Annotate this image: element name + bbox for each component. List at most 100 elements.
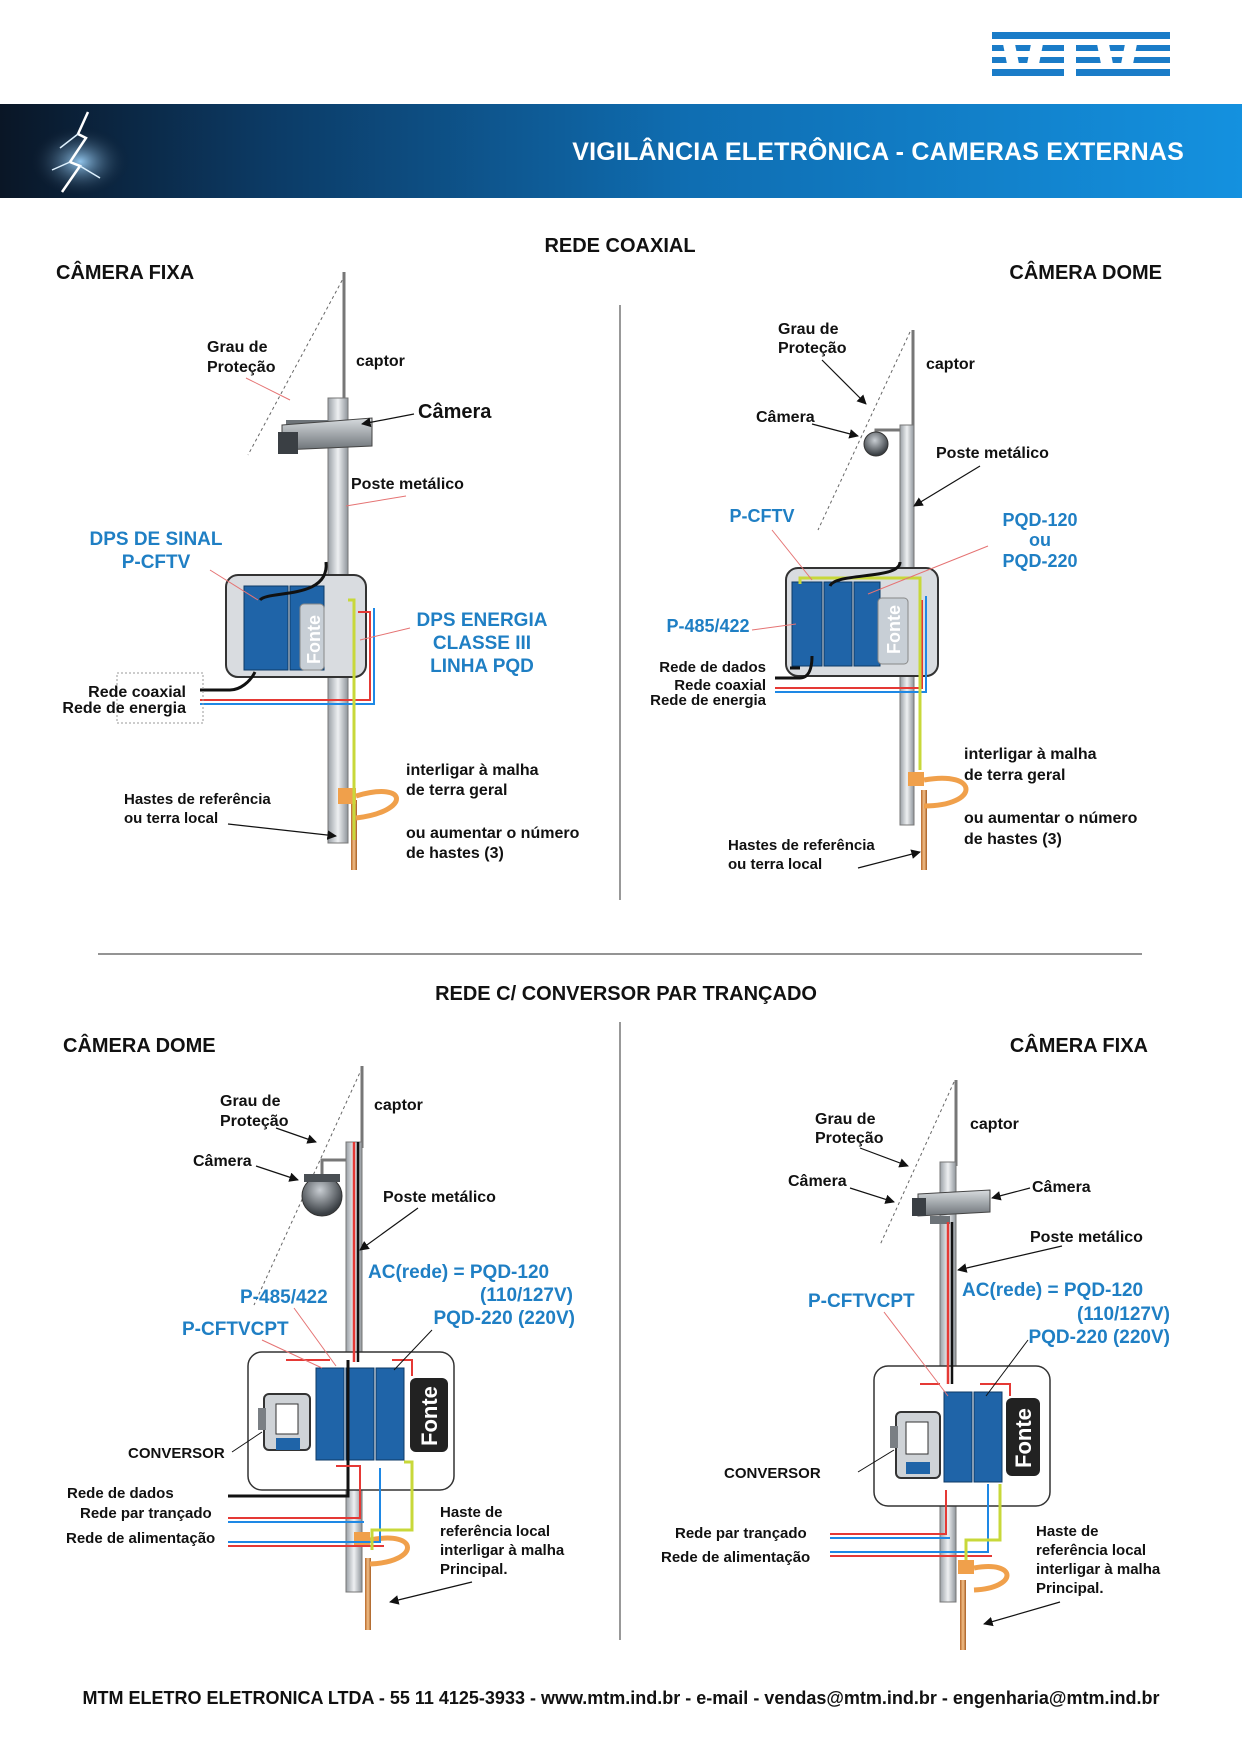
- label-ac-1: AC(rede) = PQD-120: [368, 1262, 549, 1283]
- fonte-label: Fonte: [1011, 1408, 1036, 1468]
- heading-camera-dome: CÂMERA DOME: [1009, 260, 1162, 284]
- fonte-label: Fonte: [884, 605, 904, 654]
- label-ac-1: AC(rede) = PQD-120: [962, 1280, 1143, 1301]
- label-rede-coaxial: Rede coaxial: [674, 677, 766, 694]
- wire-ground: [964, 1484, 1002, 1560]
- pointer-conversor: [231, 1431, 263, 1453]
- pointer-poste: [345, 495, 407, 507]
- pointer-camera-left: [849, 1187, 895, 1204]
- label-camera: Câmera: [193, 1153, 252, 1170]
- ground-clamp: [338, 788, 356, 804]
- label-interligar-2: de terra geral: [964, 767, 1065, 784]
- wire-par-red: [228, 1465, 361, 1519]
- wire-ground: [798, 576, 922, 770]
- label-grau-1: Grau de: [207, 339, 268, 356]
- pointer-p485: [293, 1307, 337, 1367]
- pointer-haste: [983, 1601, 1061, 1627]
- ground-clamp: [354, 1532, 370, 1546]
- pointer-ac: [393, 1329, 433, 1371]
- panel-par-dome: CÂMERA DOME Fonte G: [63, 1033, 575, 1630]
- label-p485: P-485/422: [240, 1287, 328, 1308]
- label-pcftvcpt: P-CFTVCPT: [808, 1291, 915, 1312]
- surge-protector-icon: [345, 1367, 375, 1461]
- wire-internal: [286, 1359, 413, 1376]
- wire-par-red: [830, 1490, 947, 1535]
- ground-rod-icon: [921, 790, 927, 870]
- label-rede-par: Rede par trançado: [80, 1505, 212, 1522]
- label-interligar-1: interligar à malha: [964, 746, 1097, 763]
- label-aumentar-1: ou aumentar o número: [406, 825, 580, 842]
- pointer-grau: [821, 359, 867, 405]
- label-p485: P-485/422: [666, 616, 749, 636]
- pointer-pcftv: [771, 529, 813, 581]
- pointer-grau: [859, 1147, 909, 1168]
- section-title-coaxial: REDE COAXIAL: [544, 235, 695, 257]
- label-poste: Poste metálico: [383, 1189, 496, 1206]
- label-conversor: CONVERSOR: [724, 1465, 821, 1482]
- surge-protector-icon: [853, 581, 881, 667]
- wire-coaxial: [200, 671, 257, 692]
- pointer-haste: [389, 1581, 473, 1605]
- wire-energy-blue: [775, 596, 927, 693]
- pointer-poste: [957, 1245, 1063, 1273]
- wire-alim-blue: [228, 1468, 381, 1543]
- protection-cone-line: [247, 274, 346, 456]
- surge-protector-icon: [791, 581, 823, 667]
- label-rede-dados: Rede de dados: [659, 659, 766, 676]
- label-captor: captor: [926, 356, 975, 373]
- label-haste-1: Haste de: [440, 1504, 503, 1521]
- label-hastes-2: ou terra local: [124, 810, 218, 827]
- label-pqd-2: ou: [1029, 530, 1051, 550]
- panel-par-fixa: CÂMERA FIXA Fonte: [661, 1033, 1170, 1650]
- fonte-label: Fonte: [417, 1386, 442, 1446]
- pointer-hastes: [227, 823, 337, 840]
- section-title-par: REDE C/ CONVERSOR PAR TRANÇADO: [435, 983, 817, 1005]
- label-haste-1: Haste de: [1036, 1523, 1099, 1540]
- surge-protector-icon: [375, 1367, 405, 1461]
- pointer-pcftvcpt: [261, 1339, 323, 1369]
- label-camera-left: Câmera: [788, 1173, 847, 1190]
- label-captor: captor: [374, 1097, 423, 1114]
- wire-ground: [348, 598, 356, 840]
- pointer-camera: [811, 423, 859, 439]
- label-rede-par: Rede par trançado: [675, 1525, 807, 1542]
- pointer-conversor: [857, 1449, 895, 1473]
- surge-protector-icon: [315, 1367, 345, 1461]
- label-haste-4: Principal.: [440, 1561, 508, 1578]
- wire-internal: [920, 1383, 1011, 1396]
- converter-icon: [890, 1411, 941, 1479]
- label-ac-3: PQD-220 (220V): [433, 1308, 575, 1329]
- label-rede-energia: Rede de energia: [62, 700, 186, 717]
- ground-loop: [355, 789, 399, 821]
- heading-camera-dome-2: CÂMERA DOME: [63, 1033, 216, 1057]
- label-captor: captor: [356, 353, 405, 370]
- fonte-label: Fonte: [304, 615, 324, 664]
- label-aumentar-2: de hastes (3): [964, 831, 1062, 848]
- label-grau-1: Grau de: [778, 321, 839, 338]
- protection-cone-line: [817, 331, 911, 531]
- label-dps-sinal-2: P-CFTV: [122, 552, 191, 573]
- label-dps-energia-2: CLASSE III: [433, 633, 531, 654]
- label-captor: captor: [970, 1116, 1019, 1133]
- pointer-pqd: [867, 545, 989, 595]
- dome-camera-icon: [863, 431, 889, 457]
- label-haste-3: interligar à malha: [1036, 1561, 1161, 1578]
- dome-base: [304, 1174, 340, 1182]
- label-grau-1: Grau de: [815, 1111, 876, 1128]
- label-hastes-2: ou terra local: [728, 856, 822, 873]
- camera-housing-icon: [912, 1189, 991, 1224]
- pointer-dps-sinal: [209, 569, 259, 601]
- pointer-poste: [913, 465, 981, 507]
- pointer-grau: [245, 377, 291, 401]
- label-rede-coaxial: Rede coaxial: [88, 684, 186, 701]
- wire-energy-blue: [200, 608, 375, 705]
- ground-rod-icon: [365, 1558, 371, 1630]
- ground-rod-icon: [960, 1580, 966, 1650]
- ground-loop: [973, 1564, 1010, 1593]
- fonte-block: [1006, 1398, 1040, 1476]
- fonte-block: [410, 1378, 448, 1452]
- label-pcftvcpt: P-CFTVCPT: [182, 1319, 289, 1340]
- label-camera: Câmera: [418, 401, 492, 423]
- label-rede-alim: Rede de alimentação: [66, 1530, 215, 1547]
- ground-loop: [369, 1535, 410, 1567]
